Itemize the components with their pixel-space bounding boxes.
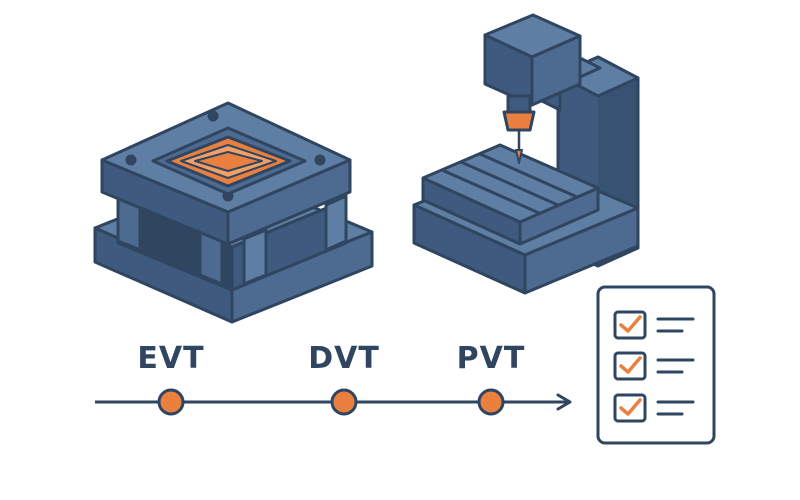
milestone-pvt — [477, 388, 505, 416]
timeline-arrowhead — [556, 393, 572, 411]
checklist-item-2 — [613, 351, 695, 381]
checklist-item-1 — [613, 310, 695, 340]
stage-label-pvt: PVT — [457, 341, 526, 376]
injection-mold-icon — [93, 101, 374, 324]
checklist-icon — [596, 285, 716, 445]
stage-label-evt: EVT — [137, 341, 204, 376]
stage-label-dvt: DVT — [308, 341, 380, 376]
checkmark-3 — [619, 398, 642, 416]
timeline: EVT DVT PVT — [95, 341, 572, 416]
checkmark-2 — [619, 356, 642, 374]
milestone-dvt — [330, 388, 358, 416]
checklist-item-3 — [613, 393, 695, 423]
checkmark-1 — [619, 315, 642, 333]
milestone-evt — [157, 388, 185, 416]
cnc-mill-icon — [412, 13, 640, 295]
